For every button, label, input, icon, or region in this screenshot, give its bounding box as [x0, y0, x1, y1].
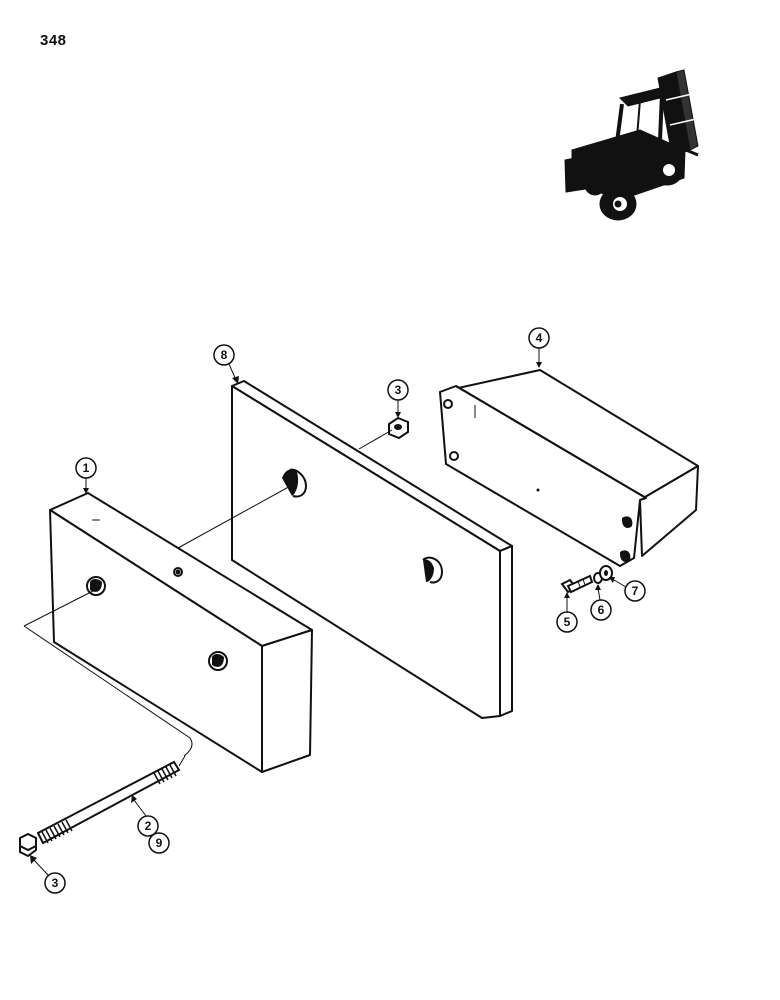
- callout-4: 4: [528, 327, 550, 368]
- callout-7: 7: [609, 577, 646, 602]
- callout-3-upper: 3: [387, 379, 409, 418]
- callout-6-label: 6: [598, 603, 605, 617]
- part-1-counterweight-block: [49, 492, 313, 773]
- part-3-nut-lower: [19, 832, 37, 858]
- part-5-bolt: [560, 574, 594, 594]
- part-7-flat-washer: [599, 565, 613, 581]
- callout-5: 5: [556, 592, 578, 633]
- callout-5-label: 5: [564, 615, 571, 629]
- callout-3-upper-label: 3: [395, 383, 402, 397]
- callout-2-label: 2: [145, 819, 152, 833]
- callout-9: 9: [148, 832, 170, 854]
- part-2-threaded-stud: [36, 760, 181, 845]
- callout-8: 8: [213, 344, 239, 384]
- callout-1: 1: [75, 457, 97, 494]
- callout-8-label: 8: [221, 348, 228, 362]
- rough-terrain-forklift-icon: [564, 69, 699, 221]
- page-number: 348: [40, 32, 67, 49]
- part-3-nut-upper: [388, 416, 409, 440]
- part-4-weight-box: [439, 369, 699, 567]
- callout-9-label: 9: [156, 836, 163, 850]
- callout-2: 2: [131, 795, 159, 837]
- callout-4-label: 4: [536, 331, 543, 345]
- callout-3-lower: 3: [30, 855, 66, 894]
- part-8-counterweight-plate: [231, 380, 513, 719]
- callout-1-label: 1: [83, 461, 90, 475]
- callout-3-lower-label: 3: [52, 876, 59, 890]
- callout-7-label: 7: [632, 584, 639, 598]
- assembly-lines: [23, 429, 393, 767]
- callout-6: 6: [590, 584, 612, 621]
